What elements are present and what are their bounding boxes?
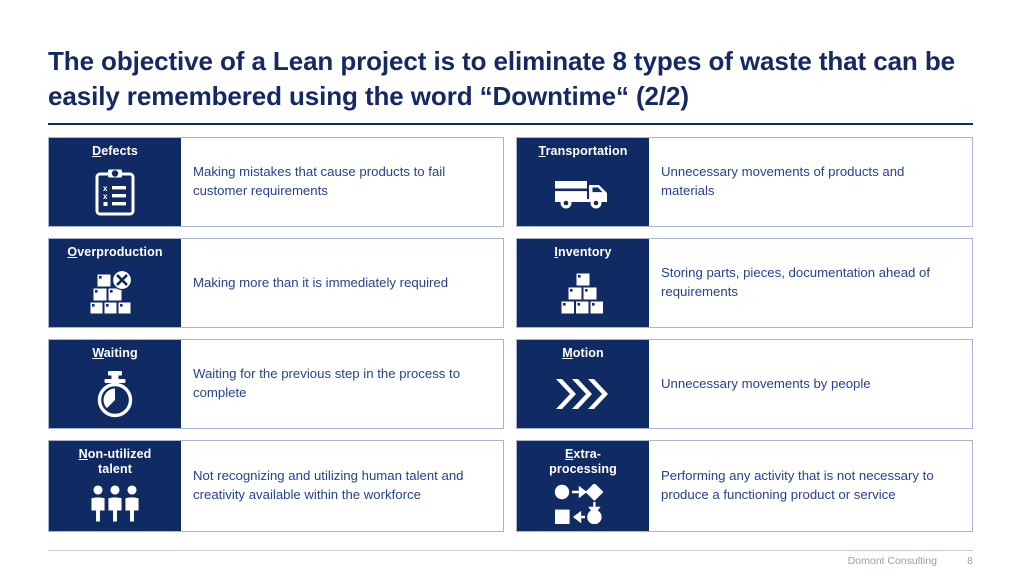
- card-description: Waiting for the previous step in the pro…: [193, 366, 461, 400]
- card-header-waiting: Waiting: [49, 340, 181, 428]
- waste-card-extra-processing[interactable]: Extra- processing Performing: [516, 440, 973, 532]
- card-description: Not recognizing and utilizing human tale…: [193, 468, 464, 502]
- card-body-extra-processing: Performing any activity that is not nece…: [649, 441, 972, 531]
- card-description: Making mistakes that cause products to f…: [193, 164, 446, 198]
- card-title-overproduction: Overproduction: [67, 245, 162, 260]
- card-title-defects: Defects: [92, 144, 138, 159]
- triple-chevron-icon: [517, 361, 649, 428]
- waste-card-motion[interactable]: Motion Unnecessary movements by people: [516, 339, 973, 429]
- footer-company: Domont Consulting: [847, 555, 937, 567]
- card-header-overproduction: Overproduction: [49, 239, 181, 327]
- clipboard-checklist-icon: x x: [49, 159, 181, 226]
- card-initial: I: [554, 245, 558, 259]
- waste-card-non-utilized-talent[interactable]: Non-utilized talent: [48, 440, 504, 532]
- stacked-boxes-icon: [517, 260, 649, 327]
- card-description: Performing any activity that is not nece…: [661, 468, 934, 502]
- card-title-rest: on-utilized: [87, 447, 152, 461]
- card-header-extra-processing: Extra- processing: [517, 441, 649, 531]
- card-title-transportation: Transportation: [539, 144, 628, 159]
- card-body-waiting: Waiting for the previous step in the pro…: [181, 340, 503, 428]
- waste-card-defects[interactable]: Defects x x: [48, 137, 504, 227]
- card-initial: N: [78, 447, 88, 461]
- card-title-non-utilized-talent: Non-utilized talent: [79, 447, 152, 476]
- card-title-waiting: Waiting: [92, 346, 137, 361]
- card-title-rest: aiting: [103, 346, 138, 360]
- waste-type-grid: Defects x x: [48, 137, 973, 541]
- card-header-motion: Motion: [517, 340, 649, 428]
- process-flow-icon: [517, 476, 649, 531]
- three-people-icon: [49, 476, 181, 531]
- card-title-line2: processing: [549, 461, 617, 476]
- card-initial: E: [564, 447, 574, 461]
- boxes-with-cross-icon: [49, 260, 181, 327]
- card-title-line2: talent: [98, 461, 132, 476]
- card-description: Making more than it is immediately requi…: [193, 274, 449, 290]
- footer-divider: [48, 550, 973, 551]
- card-description: Unnecessary movements of products and ma…: [661, 164, 905, 198]
- card-initial: T: [538, 144, 546, 158]
- card-initial: D: [92, 144, 102, 158]
- waste-card-transportation[interactable]: Transportation: [516, 137, 973, 227]
- card-initial: W: [92, 346, 104, 360]
- footer-page-number: 8: [967, 555, 973, 567]
- waste-card-inventory[interactable]: Inventory: [516, 238, 973, 328]
- card-initial: M: [562, 346, 573, 360]
- card-body-motion: Unnecessary movements by people: [649, 340, 972, 428]
- card-header-inventory: Inventory: [517, 239, 649, 327]
- card-title-extra-processing: Extra- processing: [549, 447, 617, 476]
- slide-footer: Domont Consulting 8: [848, 555, 973, 567]
- card-title-rest: xtra-: [573, 447, 602, 461]
- card-description: Unnecessary movements by people: [661, 375, 871, 391]
- card-title-rest: verproduction: [77, 245, 163, 259]
- card-title-rest: nventory: [557, 245, 612, 259]
- card-body-overproduction: Making more than it is immediately requi…: [181, 239, 503, 327]
- svg-text:x: x: [103, 192, 108, 201]
- card-title-rest: otion: [572, 346, 604, 360]
- waste-card-waiting[interactable]: Waiting Waiting for the previous step in…: [48, 339, 504, 429]
- svg-text:x: x: [103, 184, 108, 193]
- title-divider: [48, 123, 973, 125]
- card-body-transportation: Unnecessary movements of products and ma…: [649, 138, 972, 226]
- page-title: The objective of a Lean project is to el…: [48, 46, 955, 111]
- card-body-defects: Making mistakes that cause products to f…: [181, 138, 503, 226]
- card-body-inventory: Storing parts, pieces, documentation ahe…: [649, 239, 972, 327]
- card-header-transportation: Transportation: [517, 138, 649, 226]
- card-initial: O: [67, 245, 78, 259]
- card-description: Storing parts, pieces, documentation ahe…: [661, 265, 931, 299]
- card-header-non-utilized-talent: Non-utilized talent: [49, 441, 181, 531]
- truck-icon: [517, 159, 649, 226]
- card-title-rest: ransportation: [545, 144, 628, 158]
- card-title-inventory: Inventory: [554, 245, 611, 260]
- card-title-rest: efects: [101, 144, 138, 158]
- waste-card-overproduction[interactable]: Overproduction: [48, 238, 504, 328]
- stopwatch-icon: [49, 361, 181, 428]
- card-title-motion: Motion: [562, 346, 604, 361]
- card-body-non-utilized-talent: Not recognizing and utilizing human tale…: [181, 441, 503, 531]
- card-header-defects: Defects x x: [49, 138, 181, 226]
